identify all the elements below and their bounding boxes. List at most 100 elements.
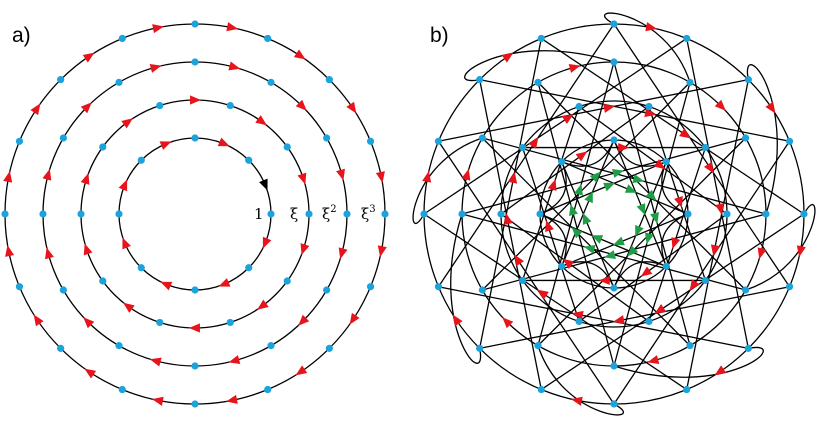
panel-a-nodes bbox=[1, 20, 389, 408]
panel-a-arrow bbox=[375, 171, 385, 183]
panel-a-node bbox=[191, 400, 199, 408]
panel-b-arrows bbox=[422, 22, 806, 406]
panel-b-chord bbox=[613, 23, 791, 288]
panel-b-node bbox=[476, 76, 484, 84]
panel-a-arrow bbox=[118, 179, 128, 192]
panel-a-arrow bbox=[218, 278, 231, 287]
panel-a-circle-2 bbox=[80, 99, 310, 329]
panel-b-chord-arrow bbox=[582, 212, 592, 225]
panel-a-arrow bbox=[300, 243, 310, 255]
panel-b-node bbox=[458, 210, 466, 218]
panel-b-node bbox=[478, 286, 486, 294]
panel-a-arrow bbox=[295, 99, 307, 111]
panel-a-arrow bbox=[377, 245, 387, 258]
panel-b-chord-arrow bbox=[603, 182, 616, 192]
panel-a-arrow bbox=[255, 115, 267, 126]
panel-b-chord bbox=[481, 137, 691, 347]
panel-b-chord bbox=[481, 81, 691, 291]
panel-a-node bbox=[156, 101, 164, 110]
panel-b-chord-arrow bbox=[612, 236, 625, 246]
panel-a-arrow bbox=[226, 394, 238, 404]
panel-b-chord-arrow bbox=[575, 151, 588, 162]
panel-b-chord bbox=[479, 286, 790, 349]
panel-b-node bbox=[662, 262, 670, 270]
panel-b-circle-arrow bbox=[645, 22, 658, 32]
panel-b-chord-arrow bbox=[503, 213, 513, 225]
panel-a-arrow bbox=[45, 247, 54, 260]
panel-a-node bbox=[283, 277, 291, 285]
panel-b-node bbox=[537, 385, 545, 394]
ring-label-xi: ξ bbox=[290, 205, 298, 223]
panel-a-node bbox=[226, 318, 234, 327]
panel-b-node bbox=[497, 210, 505, 218]
panel-a-node bbox=[118, 34, 126, 43]
panel-b-inner-bulge bbox=[661, 213, 689, 267]
panel-b-chord bbox=[648, 106, 707, 281]
panel-b-chord-arrow bbox=[528, 137, 539, 149]
panel-a-arrow bbox=[149, 64, 162, 73]
panel-b-node bbox=[662, 158, 670, 166]
panel-b-chord bbox=[613, 161, 667, 289]
panel-b-chord-arrow bbox=[632, 174, 645, 183]
panel-a-node bbox=[115, 210, 123, 218]
panel-b-chord-arrow bbox=[613, 315, 625, 325]
panel-b-node bbox=[610, 20, 618, 28]
panel-b-chord-arrow bbox=[537, 289, 549, 300]
panel-a-node bbox=[191, 20, 199, 28]
panel-b-node bbox=[434, 137, 443, 145]
panel-a-arrow bbox=[257, 299, 269, 310]
panel-b-node bbox=[534, 78, 542, 86]
panel-a: a) 1 ξ ξ2 ξ3 bbox=[1, 20, 389, 408]
panel-a-arrow bbox=[5, 245, 15, 257]
panel-a-arrow bbox=[346, 101, 357, 114]
panel-a-node bbox=[267, 78, 275, 86]
panel-b-chord bbox=[500, 213, 650, 322]
panel-a-node bbox=[77, 210, 85, 218]
panel-b-node bbox=[686, 342, 694, 350]
panel-b-chord bbox=[537, 81, 747, 291]
panel-b-node bbox=[610, 136, 618, 144]
panel-b-node bbox=[476, 344, 484, 352]
panel-a-arrow bbox=[228, 61, 241, 71]
panel-b-node bbox=[683, 385, 691, 394]
panel-b-chord-arrow bbox=[671, 237, 681, 249]
panel-a-node bbox=[137, 156, 145, 164]
panel-a-node bbox=[366, 137, 375, 145]
panel-a-arrows bbox=[3, 22, 387, 406]
panel-b-chord-arrow bbox=[618, 142, 630, 153]
panel-b-node bbox=[610, 362, 618, 370]
panel-b-chord bbox=[578, 106, 728, 215]
panel-b-chord-arrow bbox=[627, 245, 639, 257]
panel-b-node bbox=[723, 210, 731, 218]
panel-b-outer-loop bbox=[604, 12, 691, 83]
panel-a-node bbox=[99, 143, 107, 151]
panel-b-chord-arrow bbox=[644, 108, 657, 118]
panel-a-arrow bbox=[149, 357, 162, 367]
panel-a-node bbox=[366, 283, 375, 291]
panel-a-arrow bbox=[228, 355, 241, 364]
panel-a-arrow bbox=[349, 312, 360, 325]
panel-b-chord-arrow bbox=[569, 204, 578, 216]
panel-a-node bbox=[323, 134, 331, 142]
panel-b-inner-bulge bbox=[539, 161, 567, 215]
panel-b-node bbox=[742, 134, 750, 142]
panel-a-arrow bbox=[159, 141, 172, 150]
panel-b-chord bbox=[686, 79, 749, 390]
panel-b-chord-arrow bbox=[715, 203, 725, 215]
panel-b-chord-arrow bbox=[635, 224, 644, 237]
panel-b-circle-arrow bbox=[714, 365, 727, 376]
panel-a-arrow bbox=[151, 396, 164, 406]
panel-b-node bbox=[744, 344, 752, 352]
panel-a-node bbox=[15, 283, 24, 291]
panel-a-arrow bbox=[80, 173, 90, 185]
panel-b-chord-arrow bbox=[645, 232, 654, 245]
panel-a-arrow bbox=[3, 170, 13, 183]
panel-a-node bbox=[267, 342, 275, 350]
panel-b-chord bbox=[479, 79, 790, 142]
panel-b-circle-arrow bbox=[796, 245, 806, 258]
panel-b-nodes bbox=[420, 20, 808, 408]
panel-b-chord bbox=[613, 139, 667, 267]
panel-b-chord-arrow bbox=[571, 310, 584, 320]
ring-label-1: 1 bbox=[254, 205, 264, 223]
